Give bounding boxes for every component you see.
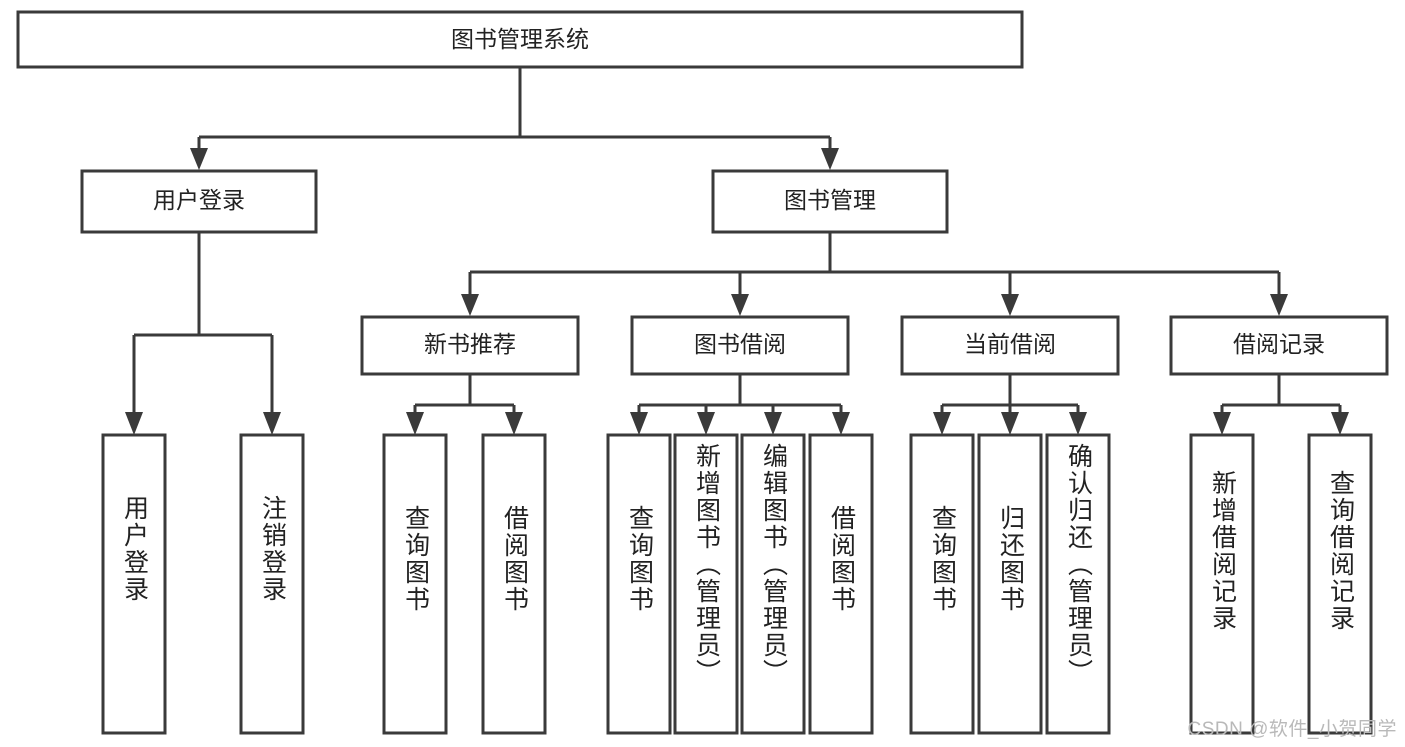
node-book-manage-label: 图书管理 xyxy=(784,187,876,213)
leaf-box-cb-confirm-return[interactable] xyxy=(1045,433,1111,735)
node-new-book-recommend[interactable]: 新书推荐 xyxy=(360,315,580,376)
connector-user-login-to-leaves xyxy=(125,232,281,435)
arrow-head-nb-leaf-2 xyxy=(505,412,523,435)
leaf-box-bb-borrow-book[interactable] xyxy=(808,433,874,735)
arrow-head-book-borrow xyxy=(731,294,749,316)
node-current-borrow-box[interactable] xyxy=(900,315,1120,376)
node-current-borrow-label: 当前借阅 xyxy=(964,331,1056,357)
csdn-watermark: CSDN @软件_小贺同学 xyxy=(1187,719,1397,740)
arrow-head-borrow-record xyxy=(1270,294,1288,316)
arrow-head-bb-leaf-3 xyxy=(764,412,782,435)
node-borrow-record[interactable]: 借阅记录 xyxy=(1169,315,1389,376)
leaf-box-logout[interactable] xyxy=(239,433,305,735)
node-user-login-label: 用户登录 xyxy=(153,187,245,213)
arrow-head-br-leaf-1 xyxy=(1213,412,1231,435)
node-root[interactable]: 图书管理系统 xyxy=(16,10,1024,69)
leaf-box-bb-edit-book[interactable] xyxy=(740,433,806,735)
node-root-box[interactable] xyxy=(16,10,1024,69)
arrow-head-new-book xyxy=(461,294,479,316)
node-user-login[interactable]: 用户登录 xyxy=(80,169,318,234)
node-new-book-recommend-label: 新书推荐 xyxy=(424,331,516,357)
leaf-box-cb-query-book[interactable] xyxy=(909,433,975,735)
connector-new-book-to-leaves xyxy=(406,374,523,435)
node-borrow-record-label: 借阅记录 xyxy=(1233,331,1325,357)
leaf-box-bb-add-book[interactable] xyxy=(673,433,739,735)
node-new-book-recommend-box[interactable] xyxy=(360,315,580,376)
leaf-box-br-query-record[interactable] xyxy=(1307,433,1373,735)
arrow-head-book-manage xyxy=(821,148,839,170)
connector-book-manage-to-level3 xyxy=(461,232,1288,316)
leaf-box-br-add-record[interactable] xyxy=(1189,433,1255,735)
node-book-borrow-label: 图书借阅 xyxy=(694,331,786,357)
arrow-head-bb-leaf-4 xyxy=(832,412,850,435)
connector-borrow-record-to-leaves xyxy=(1213,374,1349,435)
arrow-head-br-leaf-2 xyxy=(1331,412,1349,435)
arrow-head-user-login xyxy=(190,148,208,170)
arrow-head-cb-leaf-2 xyxy=(1001,412,1019,435)
node-book-borrow-box[interactable] xyxy=(630,315,850,376)
leaf-box-bb-query-book[interactable] xyxy=(606,433,672,735)
connector-current-borrow-to-leaves xyxy=(933,374,1087,435)
leaf-box-cb-return-book[interactable] xyxy=(977,433,1043,735)
arrow-head-nb-leaf-1 xyxy=(406,412,424,435)
leaf-box-nb-query-book[interactable] xyxy=(382,433,448,735)
leaf-box-user-login[interactable] xyxy=(101,433,167,735)
node-book-manage[interactable]: 图书管理 xyxy=(711,169,949,234)
leaf-box-nb-borrow-book[interactable] xyxy=(481,433,547,735)
arrow-head-bb-leaf-2 xyxy=(697,412,715,435)
node-book-manage-box[interactable] xyxy=(711,169,949,234)
arrow-head-bb-leaf-1 xyxy=(630,412,648,435)
connector-root-to-level2 xyxy=(190,67,839,170)
node-book-borrow[interactable]: 图书借阅 xyxy=(630,315,850,376)
arrow-head-leaf-logout xyxy=(263,412,281,435)
node-borrow-record-box[interactable] xyxy=(1169,315,1389,376)
node-root-label: 图书管理系统 xyxy=(451,26,589,52)
arrow-head-leaf-user-login xyxy=(125,412,143,435)
arrow-head-cb-leaf-1 xyxy=(933,412,951,435)
node-current-borrow[interactable]: 当前借阅 xyxy=(900,315,1120,376)
arrow-head-current-borrow xyxy=(1001,294,1019,316)
connector-book-borrow-to-leaves xyxy=(630,374,850,435)
arrow-head-cb-leaf-3 xyxy=(1069,412,1087,435)
